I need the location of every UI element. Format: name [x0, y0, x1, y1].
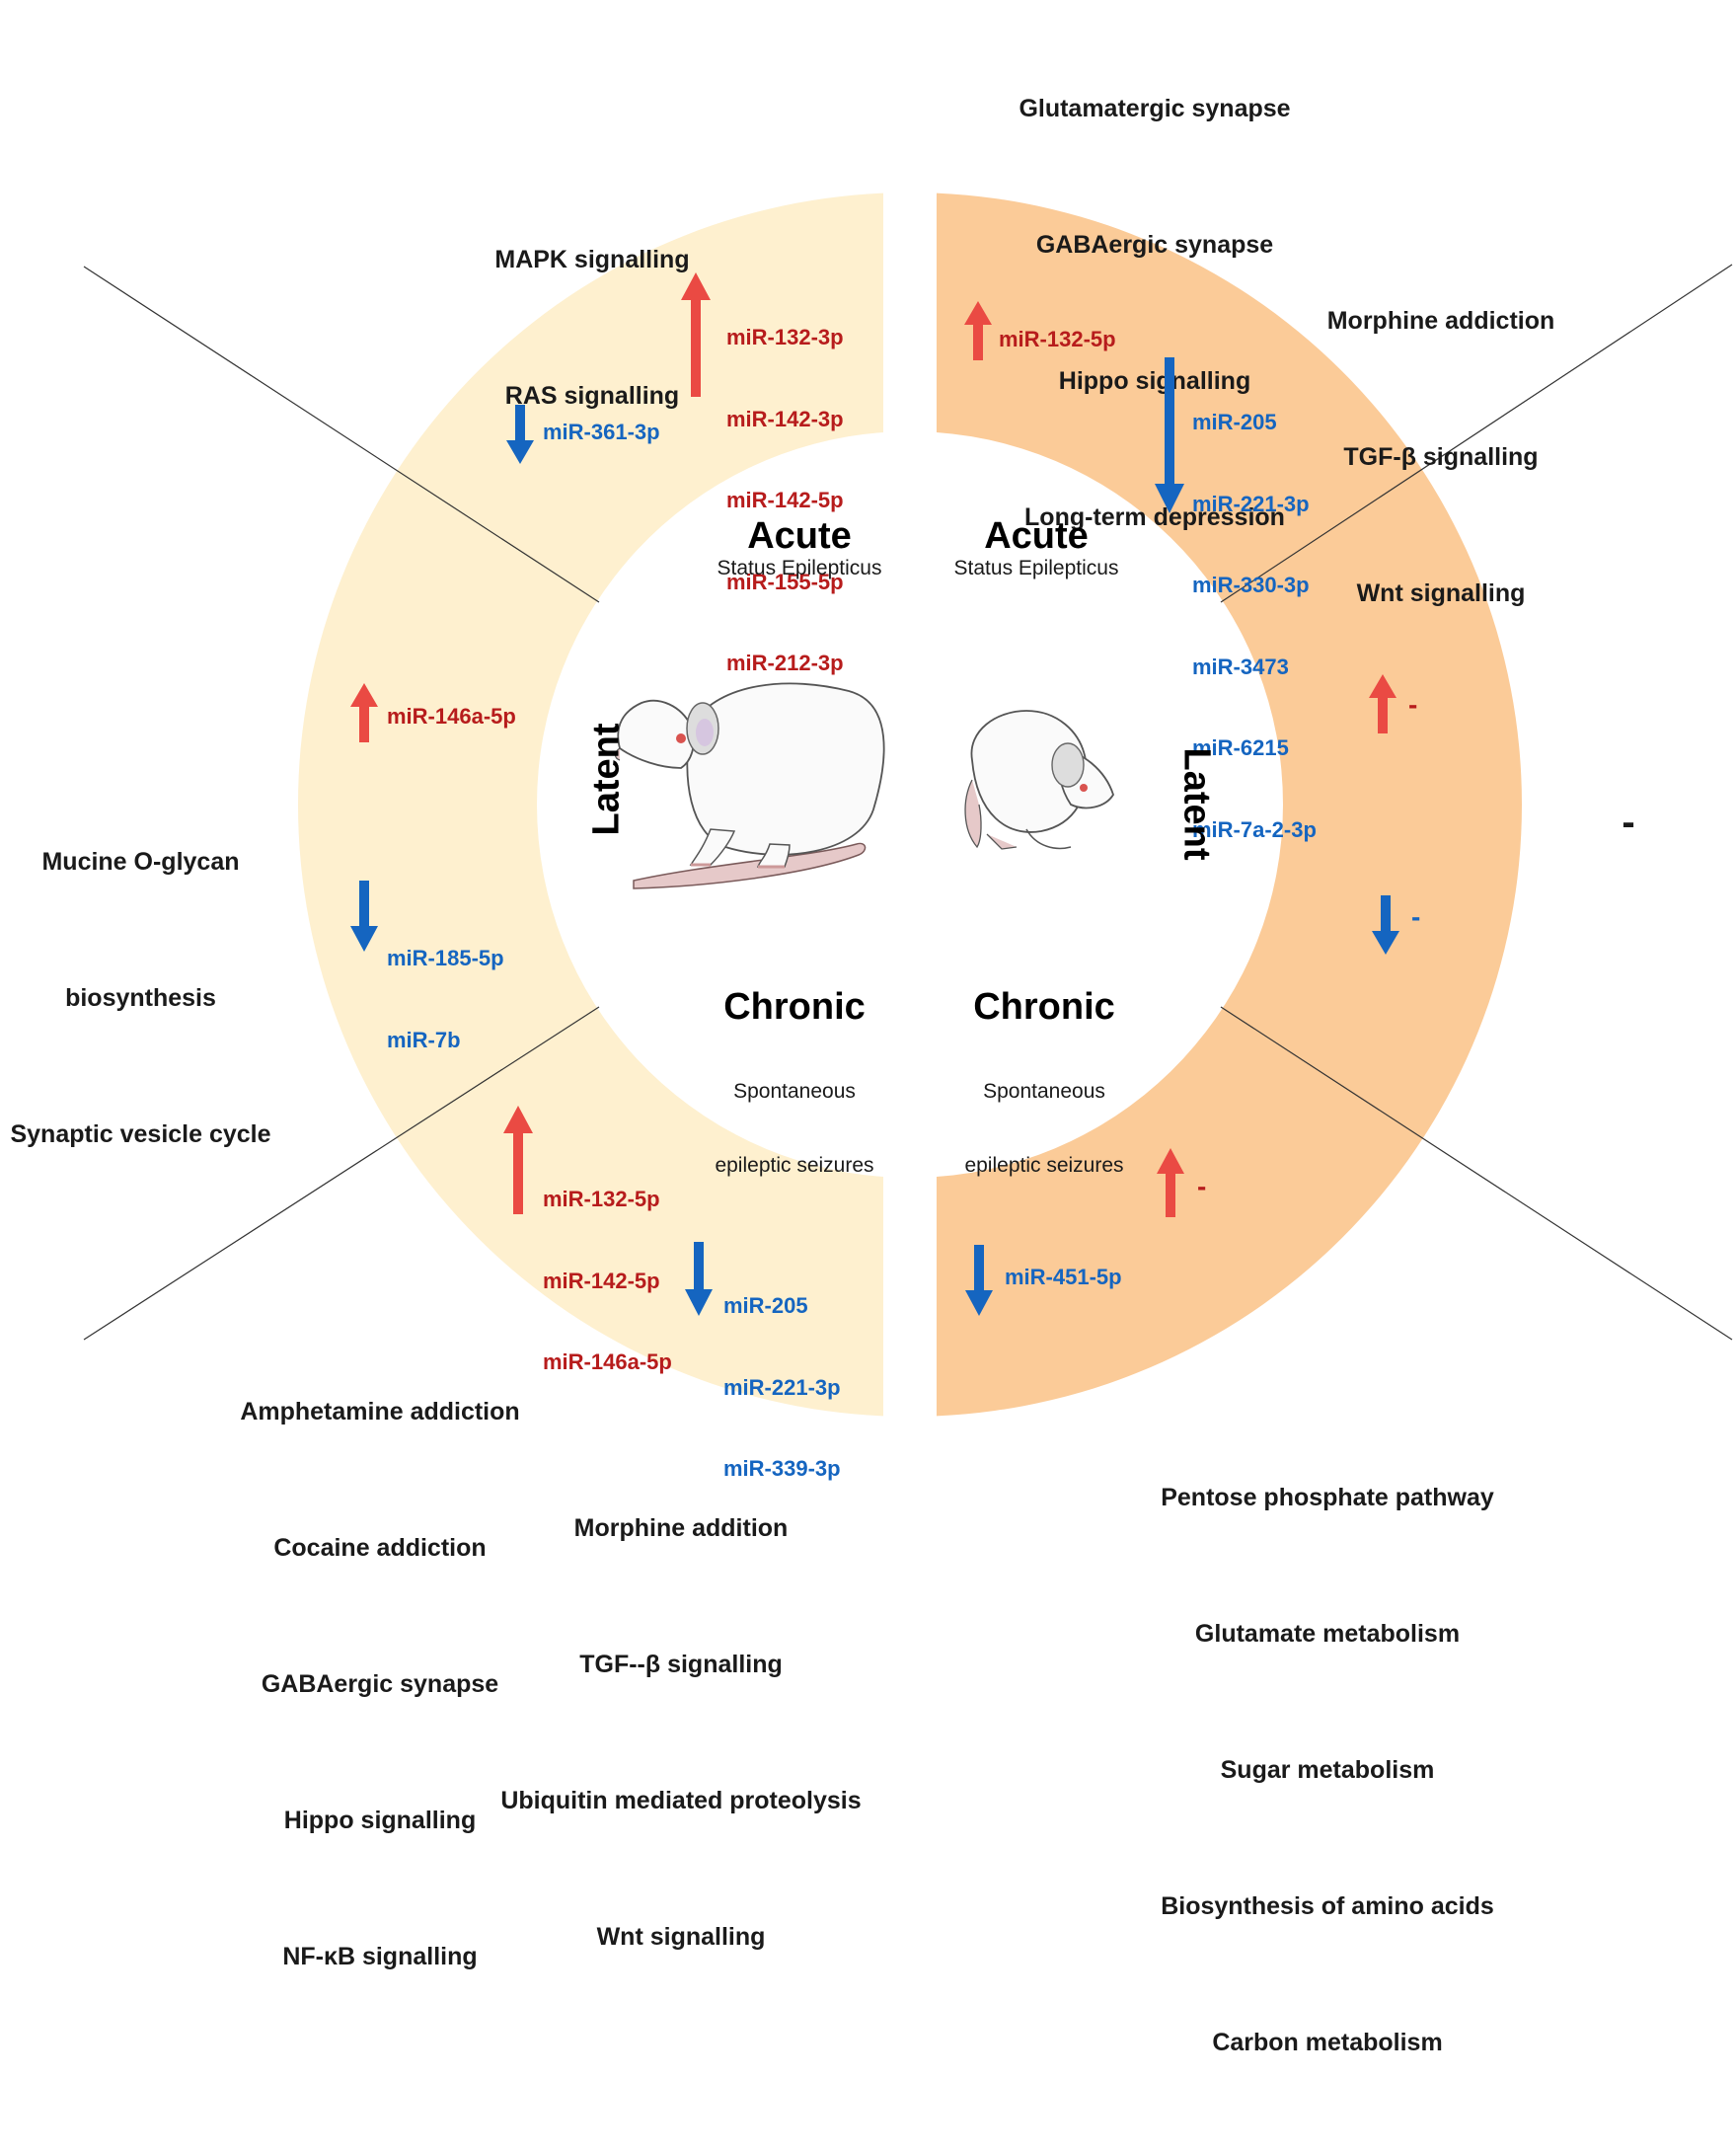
pathway-item: Mucine O-glycan [41, 848, 240, 876]
pathway-item: Biosynthesis of amino acids [1161, 1892, 1494, 1920]
mirna-down: miR-330-3p [1192, 573, 1310, 597]
mirna-up: miR-132-5p [999, 327, 1116, 351]
mirna-up: miR-146a-5p [387, 704, 516, 729]
mirna-down: miR-3473 [1192, 654, 1289, 679]
mirna-up: miR-142-3p [726, 406, 844, 431]
pathway-item: Morphine addition [573, 1514, 789, 1542]
pathway-item: Ubiquitin mediated proteolysis [500, 1787, 862, 1814]
mirna-up: miR-142-5p [726, 488, 844, 512]
right-acute-pathways-top: Glutamatergic synapse GABAergic synapse … [967, 0, 1342, 631]
divider-line-left-top [83, 266, 600, 603]
mirna-down: - [1411, 901, 1421, 932]
mirna-up: - [1197, 1171, 1207, 1201]
mirna-down: miR-361-3p [543, 420, 660, 444]
left-acute-pathways: MAPK signalling RAS signalling [434, 146, 750, 509]
left-acute-title: Acute [747, 515, 852, 557]
subtitle-line: Spontaneous [983, 1080, 1105, 1103]
right-acute-subtitle: Status Epilepticus [953, 557, 1119, 579]
adult-rat-icon [614, 682, 885, 889]
pathway-item: biosynthesis [65, 984, 216, 1012]
left-latent-pathways: Mucine O-glycan biosynthesis Synaptic ve… [0, 748, 281, 1248]
pathway-item: Cocaine addiction [273, 1534, 487, 1562]
mirna-up: miR-146a-5p [543, 1349, 672, 1374]
right-acute-title: Acute [984, 515, 1089, 557]
pathway-item: Long-term depression [1024, 503, 1285, 531]
mirna-down: miR-7b [387, 1027, 461, 1052]
divider-line-left-bottom [83, 1006, 600, 1341]
right-ring [937, 192, 1522, 1417]
up-arrow-icon [350, 683, 378, 742]
right-chronic-pathways: Pentose phosphate pathway Glutamate meta… [1140, 1384, 1515, 2156]
right-acute-down-list: miR-205 miR-221-3p miR-330-3p miR-3473 m… [1192, 354, 1317, 897]
up-arrow-icon [1369, 674, 1396, 733]
left-latent-down-list: miR-185-5p miR-7b [387, 890, 504, 1108]
left-ring-shape [298, 192, 883, 1417]
pathway-item: TGF--β signalling [579, 1651, 783, 1678]
mirna-down: miR-7a-2-3p [1192, 816, 1317, 842]
right-ring-shape [937, 192, 1522, 1417]
pathway-item: Glutamatergic synapse [1019, 95, 1291, 122]
left-chronic-down-list: miR-205 miR-221-3p miR-339-3p [723, 1238, 841, 1537]
mirna-up: - [1408, 689, 1418, 720]
mirna-up: miR-142-5p [543, 1268, 660, 1293]
right-chronic-subtitle: Spontaneous epileptic seizures [896, 1030, 1192, 1227]
pathway-item: Wnt signalling [1356, 579, 1526, 607]
up-arrow-icon [681, 272, 711, 397]
pathway-item: Carbon metabolism [1212, 2029, 1443, 2056]
left-latent-title: Latent [585, 723, 628, 836]
down-arrow-icon [685, 1242, 713, 1316]
mirna-down: miR-221-3p [1192, 491, 1310, 516]
left-chronic-up-list: miR-132-5p miR-142-5p miR-146a-5p [543, 1131, 672, 1430]
subtitle-line: Spontaneous [733, 1080, 856, 1103]
down-arrow-icon [1155, 357, 1184, 513]
down-arrow-icon [965, 1245, 993, 1316]
mirna-down: miR-185-5p [387, 946, 504, 970]
mirna-down: miR-205 [1192, 410, 1277, 434]
diagram-root: MAPK signalling RAS signalling miR-132-3… [0, 0, 1733, 2056]
mirna-down: miR-6215 [1192, 735, 1289, 760]
right-acute-pathways-right: Morphine addiction TGF-β signalling Wnt … [1283, 207, 1599, 707]
up-arrow-icon [1157, 1148, 1184, 1217]
mirna-up: miR-132-3p [726, 325, 844, 349]
mirna-down: miR-339-3p [723, 1456, 841, 1481]
pathway-item: Hippo signalling [1058, 367, 1251, 395]
pathway-item: Synaptic vesicle cycle [10, 1120, 271, 1148]
up-arrow-icon [503, 1106, 533, 1214]
mirna-up: miR-155-5p [726, 569, 844, 594]
pathway-item: Wnt signalling [596, 1923, 766, 1951]
down-arrow-icon [350, 881, 378, 952]
right-chronic-title: Chronic [973, 986, 1115, 1028]
pathway-item: RAS signalling [504, 382, 680, 410]
pathway-item: - [1622, 801, 1635, 844]
down-arrow-icon [506, 405, 534, 464]
left-acute-up-list: miR-132-3p miR-142-3p miR-142-5p miR-155… [726, 270, 844, 732]
pathway-item: Sugar metabolism [1220, 1756, 1435, 1784]
right-latent-title: Latent [1175, 747, 1218, 861]
mirna-down: miR-451-5p [1005, 1265, 1122, 1289]
up-arrow-icon [964, 301, 992, 360]
mirna-up: miR-212-3p [726, 651, 844, 675]
left-chronic-subtitle: Spontaneous epileptic seizures [646, 1030, 943, 1227]
left-chronic-pathways-right: Morphine addition TGF--β signalling Ubiq… [484, 1415, 878, 2050]
left-ring [298, 192, 883, 1417]
mirna-up: miR-132-5p [543, 1187, 660, 1211]
divider-line-right-top [1220, 264, 1733, 603]
subtitle-line: epileptic seizures [964, 1154, 1124, 1177]
pathway-item: Pentose phosphate pathway [1161, 1484, 1494, 1511]
subtitle-line: epileptic seizures [715, 1154, 874, 1177]
pathway-item: Amphetamine addiction [240, 1398, 520, 1425]
left-chronic-title: Chronic [723, 986, 866, 1028]
down-arrow-icon [1372, 895, 1399, 955]
pathway-item: Glutamate metabolism [1194, 1620, 1461, 1648]
pathway-item: Morphine addiction [1326, 307, 1555, 335]
young-rat-icon [964, 710, 1114, 850]
left-acute-subtitle: Status Epilepticus [717, 557, 882, 579]
ring-diagram [83, 192, 1733, 1417]
pathway-item: TGF-β signalling [1343, 443, 1539, 471]
pathway-item: MAPK signalling [494, 246, 690, 273]
pathway-item: GABAergic synapse [1035, 231, 1274, 259]
divider-line-right-bottom [1220, 1006, 1733, 1341]
mirna-down: miR-205 [723, 1293, 808, 1318]
mirna-down: miR-221-3p [723, 1374, 841, 1400]
